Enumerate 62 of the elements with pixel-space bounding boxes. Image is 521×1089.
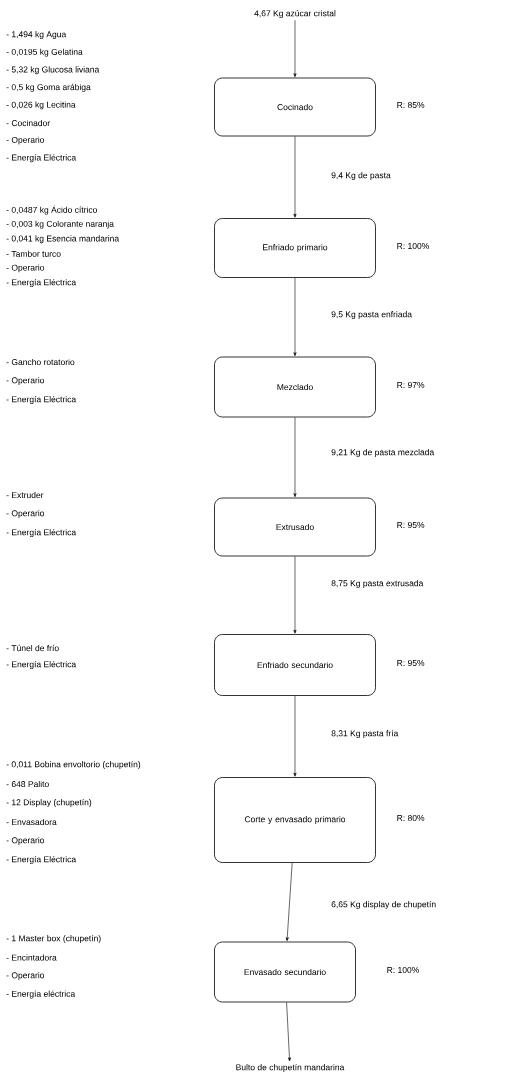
input-item: - 0,0487 kg Ácido cítrico xyxy=(6,205,97,215)
input-item: - Energía Eléctrica xyxy=(6,529,77,537)
input-item: - 0,0195 kg Gelatina xyxy=(6,48,83,57)
edge-label: 9,4 Kg de pasta xyxy=(330,171,392,181)
input-item: - 0,5 kg Goma arábiga xyxy=(6,83,91,92)
input-item: - 12 Display (chupetín) xyxy=(6,799,92,807)
input-item: - Extruder xyxy=(6,491,44,499)
process-box: Envasado secundario xyxy=(214,941,356,1003)
input-item: - Operario xyxy=(6,136,45,145)
input-item: - Operario xyxy=(6,837,45,845)
edge-label: 9,5 Kg pasta enfriada xyxy=(330,310,413,320)
input-item: - Energía eléctrica xyxy=(6,990,76,999)
input-item: - Energía Eléctrica xyxy=(6,856,77,864)
arrow xyxy=(293,277,297,357)
input-item: - 1,494 kg Agua xyxy=(6,31,67,39)
process-box: Extrusado xyxy=(214,497,376,557)
edge-label: 8,75 Kg pasta extrusada xyxy=(330,579,425,589)
input-item: - Cocinador xyxy=(6,119,50,127)
input-item: - 0,041 kg Esencia mandarina xyxy=(6,235,120,244)
yield-label: R: 97% xyxy=(397,382,425,388)
process-box: Enfriado secundario xyxy=(214,634,376,696)
yield-label: R: 85% xyxy=(397,102,425,108)
process-box: Mezclado xyxy=(214,356,376,418)
input-item: - 1 Master box (chupetín) xyxy=(6,935,101,943)
input-item: - Tambor turco xyxy=(6,250,61,257)
yield-label: R: 100% xyxy=(387,967,419,973)
arrow xyxy=(293,136,297,218)
input-item: - Energía Eléctrica xyxy=(6,396,77,404)
input-item: - 5,32 kg Glucosa liviana xyxy=(6,66,100,75)
edge-label: 8,31 Kg pasta fría xyxy=(330,729,400,739)
arrow xyxy=(293,556,297,634)
arrow xyxy=(286,1002,291,1062)
input-item: - Encintadora xyxy=(6,954,57,961)
input-item: - Operario xyxy=(6,377,45,385)
input-item: - Operario xyxy=(6,510,45,518)
edge-label: 9,21 Kg de pasta mezclada xyxy=(330,448,436,458)
edge-label: 6,65 Kg display de chupetín xyxy=(330,900,438,910)
input-item: - Gancho rotatorio xyxy=(6,358,75,366)
input-item: - Energía Eléctrica xyxy=(6,279,77,287)
input-item: - 648 Palito xyxy=(6,780,49,788)
input-item: - Túnel de frío xyxy=(6,644,59,652)
process-box: Cocinado xyxy=(214,77,376,137)
yield-label: R: 80% xyxy=(397,815,425,821)
process-box: Enfriado primario xyxy=(214,218,376,278)
input-item: - 0,003 kg Colorante naranja xyxy=(6,220,114,229)
arrow xyxy=(293,19,297,78)
arrow xyxy=(293,417,297,498)
input-item: - 0,011 Bobina envoltorio (chupetín) xyxy=(6,761,141,769)
input-item: - Operario xyxy=(6,972,45,980)
arrow xyxy=(285,862,293,942)
input-item: - Energía Eléctrica xyxy=(6,154,77,163)
arrow xyxy=(293,695,297,777)
input-item: - Energía Eléctrica xyxy=(6,661,77,669)
yield-label: R: 95% xyxy=(397,522,425,528)
flow-text: 4,67 Kg azúcar cristal xyxy=(254,10,336,18)
input-item: - 0,026 kg Lecitina xyxy=(6,101,76,110)
input-item: - Operario xyxy=(6,264,45,273)
input-item: - Envasadora xyxy=(6,818,57,826)
flow-text: Bulto de chupetín mandarina xyxy=(236,1064,345,1072)
process-box: Corte y envasado primario xyxy=(214,777,376,863)
yield-label: R: 95% xyxy=(397,660,425,666)
yield-label: R: 100% xyxy=(397,243,429,249)
